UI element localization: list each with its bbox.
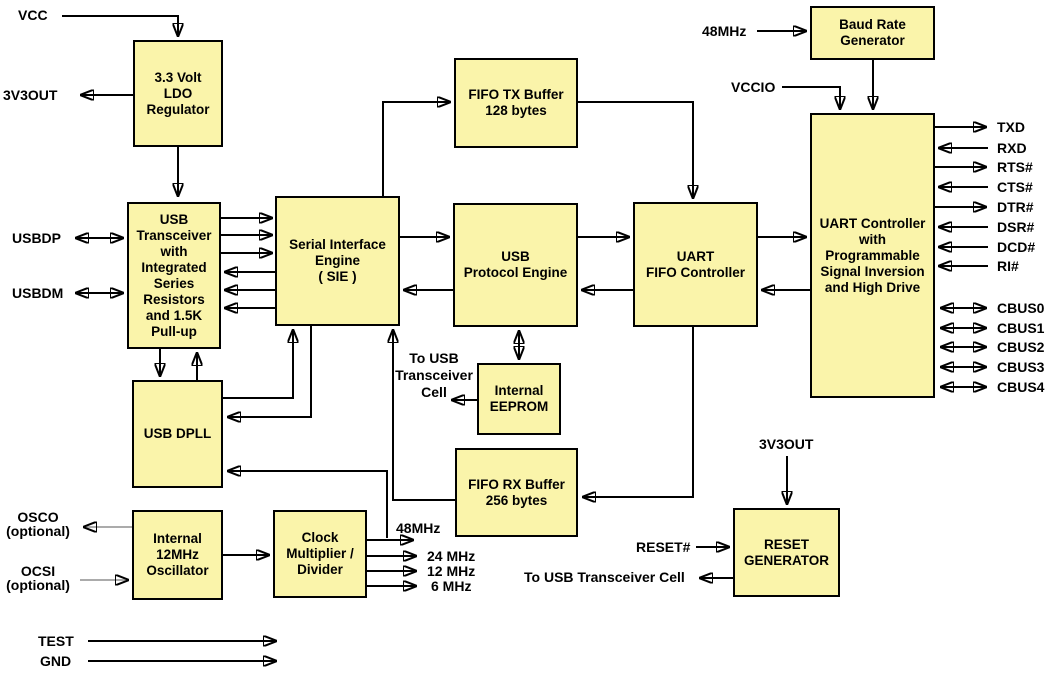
pin-label-rts: RTS#	[997, 159, 1033, 175]
wire-dpll-to-sie	[223, 330, 293, 399]
block-uart-fifo-controller: UART FIFO Controller	[633, 202, 758, 327]
pin-label-cts: CTS#	[997, 179, 1033, 195]
pin-label-ri: RI#	[997, 258, 1019, 274]
block-ldo-regulator: 3.3 Volt LDO Regulator	[133, 40, 223, 147]
pin-label-dtr: DTR#	[997, 199, 1034, 215]
wire-vcc-to-ldo	[62, 15, 178, 36]
label-3v3out: 3V3OUT	[3, 87, 58, 103]
label-test: TEST	[38, 633, 74, 649]
label-48mhz-baud: 48MHz	[702, 23, 747, 39]
pin-label-cbus4: CBUS4	[997, 379, 1045, 395]
label-eeprom-to-usb-transceiver-cell: To USB Transceiver Cell	[395, 350, 473, 400]
label-clk-6mhz: 6 MHz	[431, 578, 472, 594]
pin-label-cbus0: CBUS0	[997, 300, 1045, 316]
wire-vccio-to-uart-controller	[782, 86, 840, 109]
wire-fifo-tx-to-uart-fifo	[578, 101, 693, 198]
block-fifo-rx-buffer: FIFO RX Buffer 256 bytes	[455, 448, 578, 537]
pin-label-rxd: RXD	[997, 140, 1027, 156]
pin-label-txd: TXD	[997, 119, 1025, 135]
label-osco: OSCO (optional)	[6, 509, 70, 539]
label-vcc: VCC	[18, 7, 48, 23]
label-reset-n: RESET#	[636, 539, 691, 555]
block-usb-dpll: USB DPLL	[132, 380, 223, 488]
label-gnd: GND	[40, 653, 72, 669]
pin-label-cbus1: CBUS1	[997, 320, 1045, 336]
label-3v3out-reset: 3V3OUT	[759, 436, 814, 452]
wire-fifo-rx-to-sie	[393, 330, 455, 501]
wire-uart-fifo-to-fifo-rx	[583, 327, 694, 497]
label-ocsi: OCSI (optional)	[6, 563, 70, 593]
block-uart-controller: UART Controller with Programmable Signal…	[810, 113, 935, 398]
label-clk-48mhz: 48MHz	[396, 520, 441, 536]
block-usb-protocol-engine: USB Protocol Engine	[453, 203, 578, 327]
pin-label-cbus3: CBUS3	[997, 359, 1045, 375]
block-internal-eeprom: Internal EEPROM	[477, 363, 561, 435]
wire-48mhz-to-dpll	[228, 471, 388, 538]
block-sie: Serial Interface Engine ( SIE )	[275, 196, 400, 326]
pin-label-cbus2: CBUS2	[997, 339, 1045, 355]
wire-sie-to-fifo-tx	[382, 102, 450, 196]
label-usbdm: USBDM	[12, 285, 64, 301]
pin-label-dcd: DCD#	[997, 239, 1036, 255]
block-oscillator: Internal 12MHz Oscillator	[132, 510, 223, 600]
label-clk-24mhz: 24 MHz	[427, 548, 476, 564]
wire-sie-to-dpll	[228, 326, 312, 417]
label-vccio: VCCIO	[731, 79, 776, 95]
pin-label-dsr: DSR#	[997, 219, 1035, 235]
block-baud-rate-generator: Baud Rate Generator	[810, 6, 935, 60]
label-clk-12mhz: 12 MHz	[427, 563, 476, 579]
block-reset-generator: RESET GENERATOR	[733, 508, 840, 597]
block-fifo-tx-buffer: FIFO TX Buffer 128 bytes	[454, 58, 578, 148]
block-usb-transceiver: USB Transceiver with Integrated Series R…	[127, 202, 221, 349]
label-reset-to-usb-transceiver-cell: To USB Transceiver Cell	[524, 569, 685, 585]
label-usbdp: USBDP	[12, 230, 62, 246]
block-clock-multiplier: Clock Multiplier / Divider	[273, 510, 367, 598]
